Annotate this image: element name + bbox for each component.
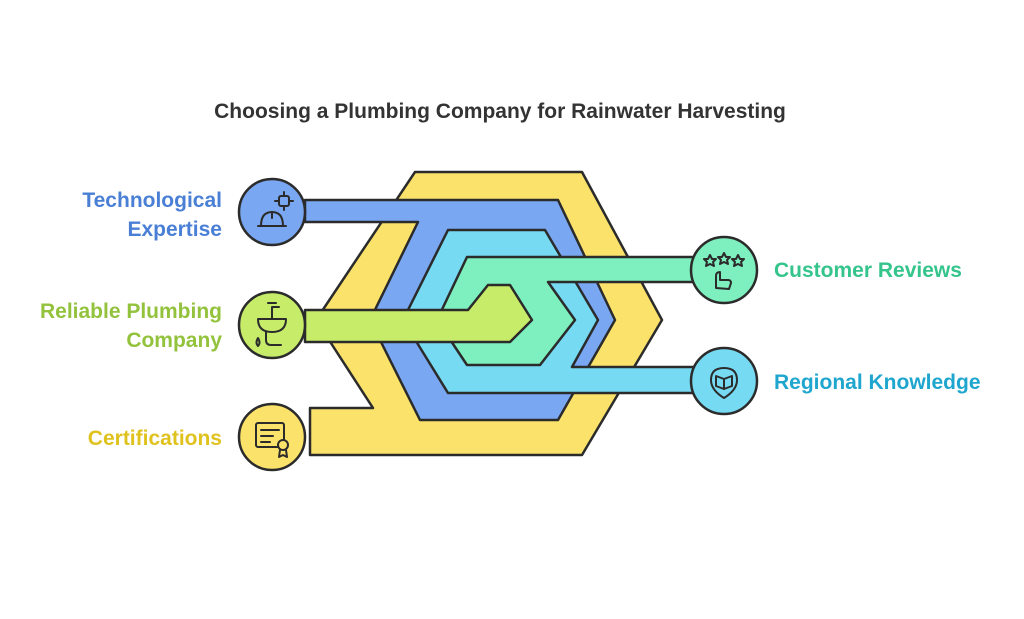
reliable-plumbing-company-label-line1: Reliable Plumbing	[39, 300, 222, 323]
certificate-icon	[255, 422, 289, 458]
reliable-plumbing-company-label-line2: Company	[126, 329, 222, 352]
technological-expertise-label: Technological Expertise	[0, 186, 222, 244]
stars-hand-icon	[703, 252, 745, 290]
sink-icon	[255, 302, 287, 347]
reliable-plumbing-node	[237, 290, 307, 360]
hard-hat-icon	[257, 191, 294, 227]
customer-reviews-node	[689, 235, 759, 305]
certifications-label: Certifications	[87, 427, 222, 450]
reliable-plumbing-band	[303, 283, 534, 344]
regional-knowledge-label: Regional Knowledge	[774, 371, 981, 394]
customer-reviews-label: Customer Reviews	[774, 259, 962, 282]
technological-expertise-label-line2: Expertise	[127, 218, 222, 241]
technological-expertise-label-line1: Technological	[82, 189, 222, 212]
reliable-plumbing-company-label: Reliable Plumbing Company	[0, 297, 222, 355]
map-book-icon	[710, 367, 738, 399]
diagram-title: Choosing a Plumbing Company for Rainwate…	[214, 100, 786, 123]
